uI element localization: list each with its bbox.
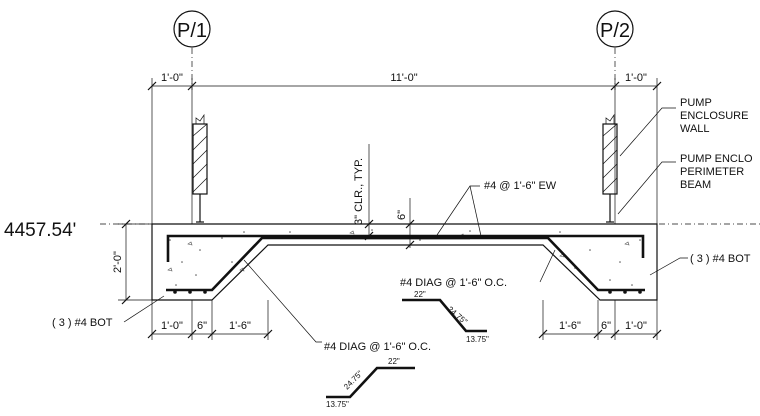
height-label: 2'-0"	[112, 251, 124, 273]
callout-beam-line1: PUMP ENCLO	[680, 153, 753, 165]
callout-top-bars-label: #4 @ 1'-6" EW	[484, 180, 557, 192]
rebar-bottom-dots	[173, 290, 642, 294]
slab-outline	[151, 223, 658, 301]
dim-bottom-right-1: 1'-6"	[559, 320, 581, 332]
grid-label-p1: P/1	[177, 20, 207, 42]
pump-enclosure-wall-right	[602, 113, 618, 223]
bottom-dimension-left: 1'-0" 6" 1'-6"	[147, 300, 273, 340]
callout-bot-left: ( 3 ) #4 BOT	[52, 295, 165, 329]
bar-upper-c: 13.75"	[466, 335, 489, 344]
dim-bottom-left-1: 1'-0"	[161, 320, 183, 332]
bar-bend-detail-lower: 22" 24.75" 13.75"	[326, 357, 415, 409]
bar-upper-b: 24.75"	[446, 305, 469, 327]
top-dimension-string: 1'-0" 11'-0" 1'-0"	[147, 72, 662, 224]
grid-bubble-p2: P/2	[596, 10, 634, 48]
callout-top-bars: #4 @ 1'-6" EW	[436, 180, 557, 237]
callout-bot-left-label: ( 3 ) #4 BOT	[52, 317, 113, 329]
six-inch-dimension: 6"	[396, 198, 415, 250]
dim-top-middle: 11'-0"	[390, 72, 417, 84]
six-inch-label: 6"	[396, 210, 408, 220]
elevation-label: 4457.54'	[4, 220, 76, 241]
bar-lower-b: 24.75"	[342, 369, 365, 392]
callout-wall-line2: ENCLOSURE	[680, 110, 748, 122]
callout-pump-enclosure-wall: PUMP ENCLOSURE WALL	[619, 97, 748, 157]
dim-bottom-right-3: 1'-0"	[625, 320, 647, 332]
callout-diag-right: #4 DIAG @ 1'-6" O.C.	[400, 249, 556, 289]
callout-diag-right-label: #4 DIAG @ 1'-6" O.C.	[400, 277, 507, 289]
callout-beam-line3: BEAM	[680, 179, 711, 191]
dim-top-right: 1'-0"	[625, 72, 647, 84]
callout-bot-right-label: ( 3 ) #4 BOT	[690, 253, 751, 265]
dim-bottom-right-2: 6"	[601, 320, 611, 332]
grid-label-p2: P/2	[600, 20, 630, 42]
rebar-diagonal-right	[340, 236, 645, 292]
dim-bottom-left-2: 6"	[197, 320, 207, 332]
rebar-top-mat	[166, 234, 645, 262]
clear-cover-dimension: 3" CLR., TYP.	[353, 144, 374, 241]
bar-upper-a: 22"	[414, 290, 426, 299]
callout-diag-bottom-label: #4 DIAG @ 1'-6" O.C.	[324, 341, 431, 353]
callout-pump-perimeter-beam: PUMP ENCLO PERIMETER BEAM	[617, 153, 753, 215]
callout-beam-line2: PERIMETER	[680, 166, 744, 178]
clear-cover-label: 3" CLR., TYP.	[353, 158, 365, 225]
bar-lower-c: 13.75"	[326, 400, 349, 409]
bottom-dimension-right: 1'-6" 6" 1'-0"	[538, 300, 662, 340]
bar-lower-a: 22"	[388, 357, 400, 366]
callout-diag-bottom: #4 DIAG @ 1'-6" O.C.	[243, 259, 431, 353]
height-dimension: 2'-0"	[112, 219, 152, 305]
dim-top-left: 1'-0"	[161, 72, 183, 84]
callout-wall-line1: PUMP	[680, 97, 712, 109]
dim-bottom-left-3: 1'-6"	[229, 320, 251, 332]
callout-bot-right: ( 3 ) #4 BOT	[649, 253, 751, 276]
callout-wall-line3: WALL	[680, 123, 710, 135]
bar-bend-detail-upper: 22" 24.75" 13.75"	[402, 290, 489, 344]
pump-enclosure-wall-left	[192, 113, 208, 223]
grid-bubble-p1: P/1	[173, 10, 211, 48]
